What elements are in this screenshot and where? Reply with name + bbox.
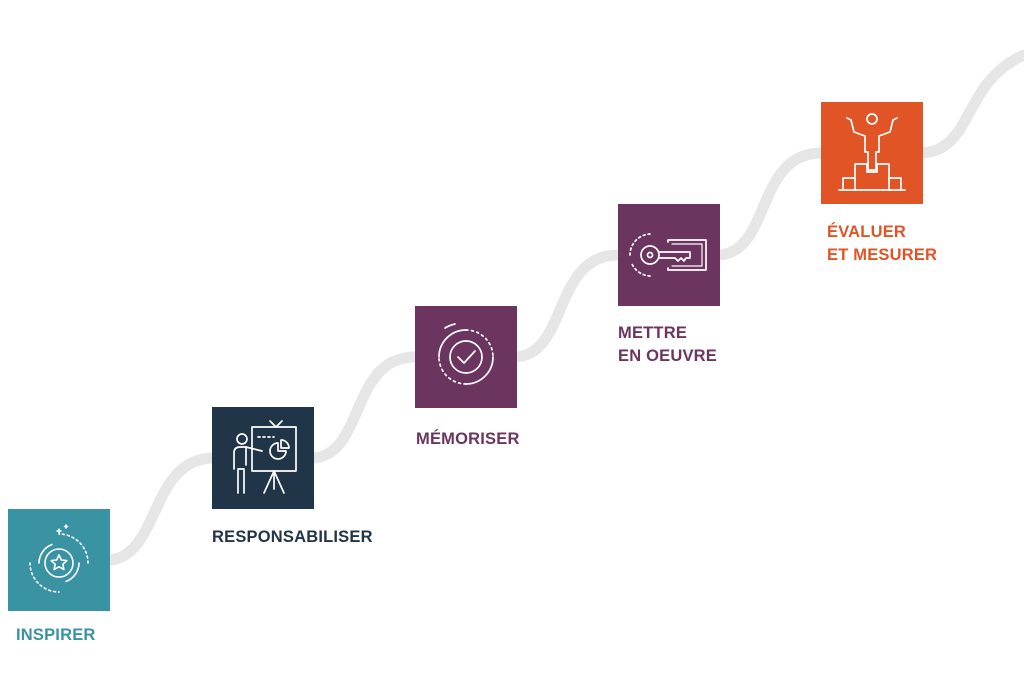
label-line: ET MESURER (827, 246, 938, 264)
step-responsabiliser-tile (212, 407, 314, 509)
key-icon (618, 204, 720, 306)
label-line: METTRE (618, 324, 688, 342)
step-evaluer-et-mesurer-label: ÉVALUER ET MESURER (827, 221, 937, 267)
presenter-icon (212, 407, 314, 509)
label-line: INSPIRER (16, 626, 96, 644)
check-circle-icon (415, 306, 517, 408)
star-badge-icon (8, 509, 110, 611)
step-mettre-en-oeuvre-tile (618, 204, 720, 306)
step-inspirer-tile (8, 509, 110, 611)
label-line: EN OEUVRE (618, 347, 717, 365)
podium-winner-icon (821, 102, 923, 204)
label-line: ÉVALUER (827, 223, 907, 241)
step-responsabiliser-label: RESPONSABILISER (212, 526, 373, 549)
step-inspirer-label: INSPIRER (16, 624, 96, 647)
step-evaluer-et-mesurer-tile (821, 102, 923, 204)
label-line: RESPONSABILISER (212, 528, 373, 546)
label-line: MÉMORISER (416, 430, 520, 448)
step-memoriser-tile (415, 306, 517, 408)
step-memoriser-label: MÉMORISER (416, 428, 520, 451)
step-mettre-en-oeuvre-label: METTRE EN OEUVRE (618, 322, 717, 368)
